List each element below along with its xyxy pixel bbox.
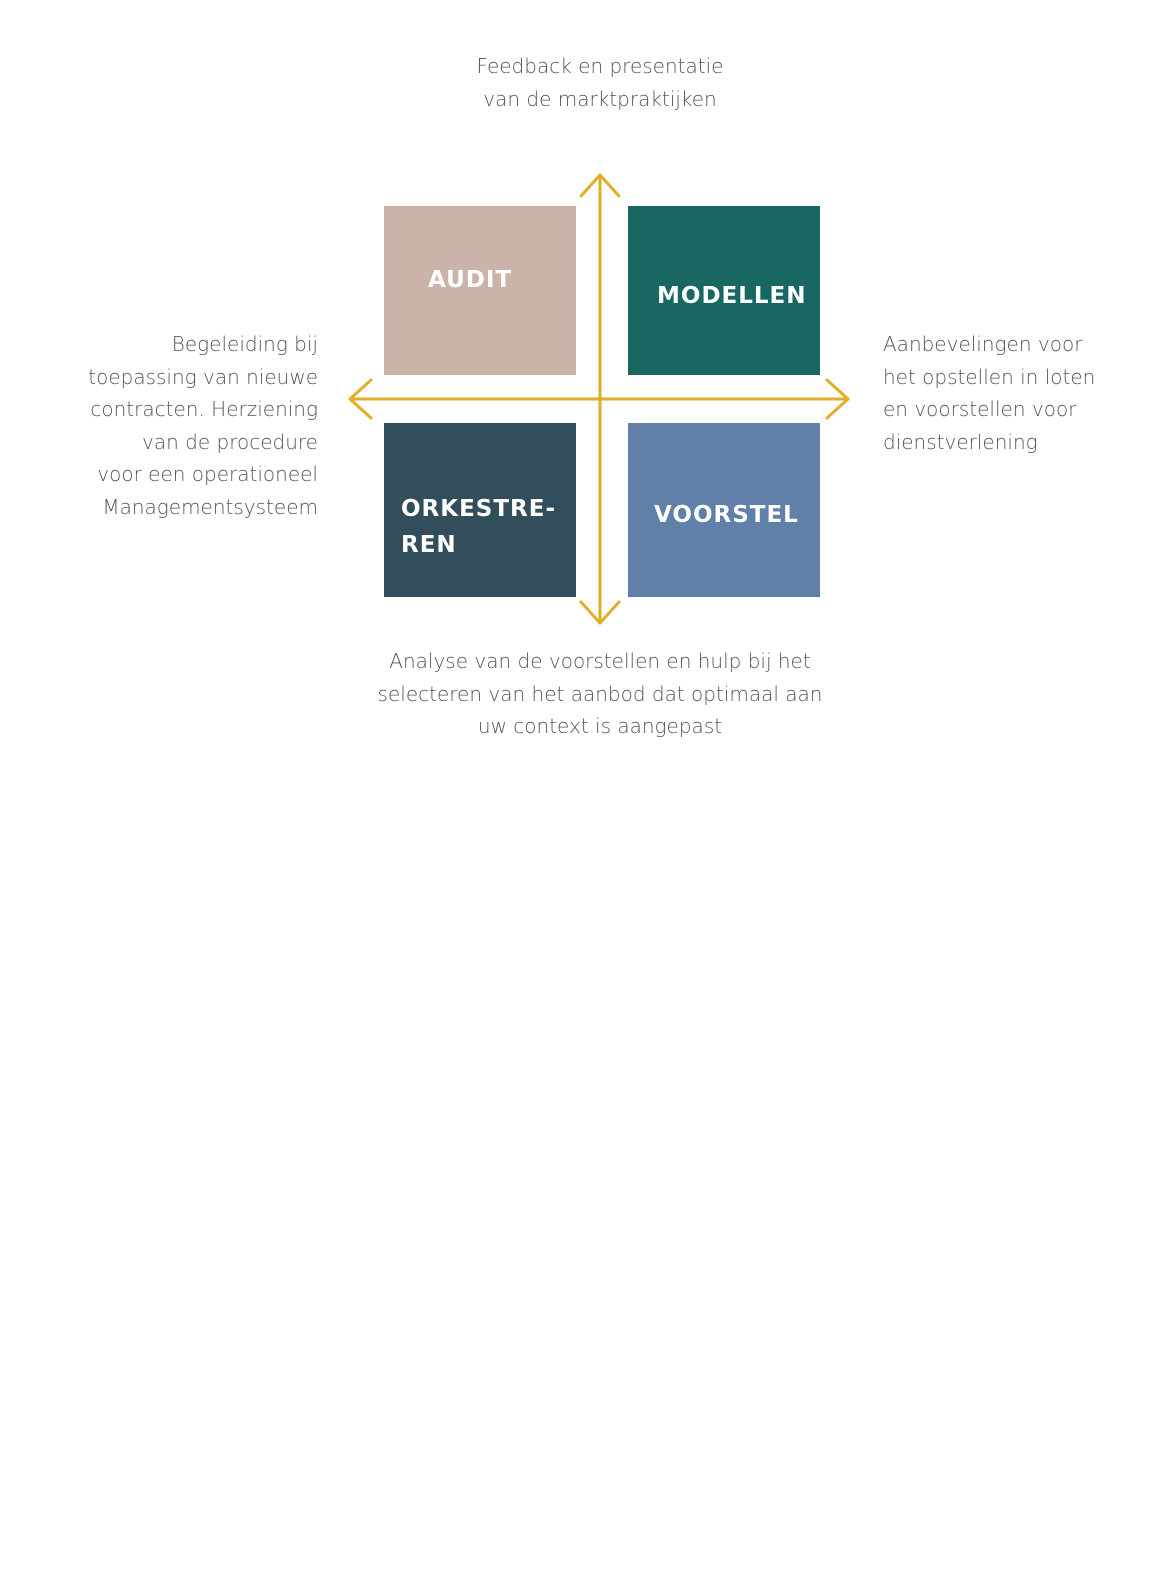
quadrant-audit: AUDIT [384, 206, 576, 375]
quadrant-orkestreren: ORKESTRE- REN [384, 423, 576, 597]
caption-left: Begeleiding bij toepassing van nieuwe co… [88, 332, 318, 519]
caption-bottom: Analyse van de voorstellen en hulp bij h… [377, 649, 823, 738]
quadrant-voorstel: VOORSTEL [628, 423, 820, 597]
caption-top: Feedback en presentatie van de marktprak… [476, 54, 724, 111]
quadrant-modellen: MODELLEN [628, 206, 820, 375]
arrow-left-icon [348, 378, 373, 420]
arrow-up-icon [579, 173, 621, 198]
arrow-down-icon [579, 600, 621, 625]
caption-right: Aanbevelingen voor het opstellen in lote… [883, 332, 1096, 454]
arrow-right-icon [825, 378, 850, 420]
